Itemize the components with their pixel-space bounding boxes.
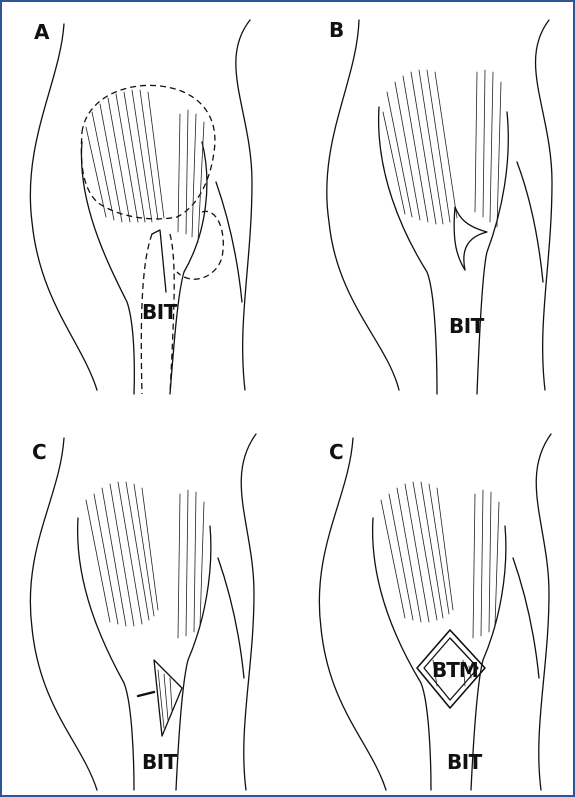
muscle-fibers (86, 90, 204, 242)
left-thigh-outline (327, 20, 399, 390)
panel-b-drawing (287, 2, 572, 398)
bit-label: BIT (142, 752, 177, 772)
tendon-split (152, 230, 166, 292)
panel-a: A BIT (2, 2, 287, 398)
right-thigh-outline (536, 20, 552, 390)
lateral-line (216, 182, 242, 302)
muscle-left-edge (373, 518, 431, 790)
muscle-left-edge (81, 142, 134, 394)
incision-mark (138, 692, 154, 696)
muscle-fibers (86, 482, 204, 638)
graft-slit (454, 207, 487, 270)
bit-label: BIT (447, 752, 482, 772)
panel-a-drawing (2, 2, 287, 398)
muscle-fibers (381, 482, 499, 638)
muscle-right-edge (477, 112, 508, 394)
panel-c-left: C BIT (2, 398, 287, 794)
btm-label: BTM (432, 660, 478, 680)
left-thigh-outline (319, 438, 386, 790)
panel-letter: B (329, 20, 344, 40)
left-thigh-outline (30, 24, 97, 390)
right-thigh-outline (536, 434, 551, 790)
right-thigh-outline (241, 434, 256, 790)
panel-letter: C (32, 442, 47, 462)
dashed-outline-side (177, 211, 223, 279)
bit-label: BIT (142, 302, 177, 322)
panel-letter: A (34, 22, 49, 42)
bit-label: BIT (449, 316, 484, 336)
lateral-line (513, 558, 539, 678)
lateral-line (517, 162, 543, 282)
muscle-left-edge (379, 107, 437, 394)
lateral-line (218, 558, 244, 678)
muscle-fibers (383, 70, 501, 227)
panel-c-right: C BTM BIT (287, 398, 572, 794)
panel-b: B BIT (287, 2, 572, 398)
panel-letter: C (329, 442, 344, 462)
muscle-right-edge (176, 526, 211, 790)
left-thigh-outline (30, 438, 97, 790)
right-thigh-outline (236, 20, 252, 390)
